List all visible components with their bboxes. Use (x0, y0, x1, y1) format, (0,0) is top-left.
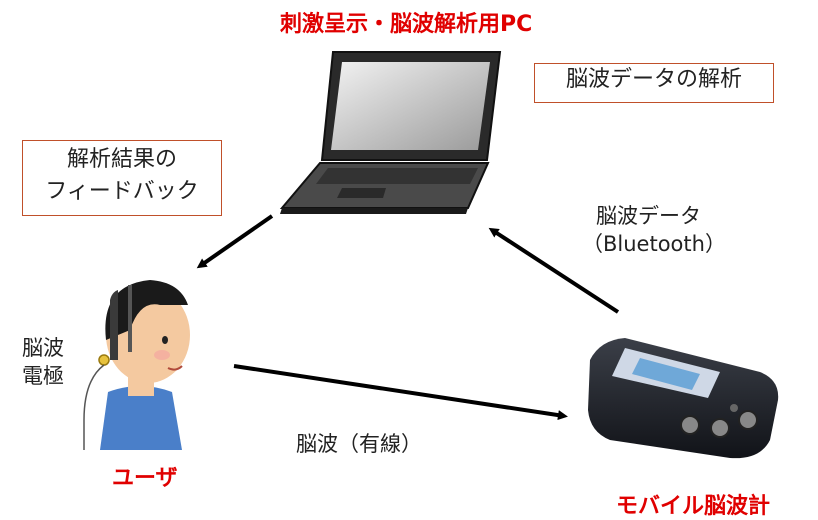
wired-label: 脳波（有線） (296, 430, 422, 458)
device-label: モバイル脳波計 (616, 488, 770, 520)
bluetooth-label: 脳波データ （Bluetooth） (596, 202, 726, 258)
analysis-box-text: 脳波データの解析 (566, 67, 742, 92)
pc-title: 刺激呈示・脳波解析用PC (280, 6, 532, 38)
arrow-pc-to-user (200, 216, 272, 266)
electrode-label-line1: 脳波 (22, 334, 64, 362)
electrode-label-line2: 電極 (22, 362, 64, 390)
electrode-label: 脳波 電極 (22, 334, 64, 390)
feedback-line2: フィードバック (23, 176, 221, 208)
laptop-icon (280, 52, 500, 214)
user-label: ユーザ (112, 460, 178, 492)
user-person-icon (84, 280, 190, 450)
bluetooth-label-line1: 脳波データ (596, 202, 726, 230)
bluetooth-label-line2: （Bluetooth） (582, 230, 726, 258)
feedback-line1: 解析結果の (23, 144, 221, 176)
eeg-device-icon (588, 338, 778, 458)
arrow-user-to-device (234, 366, 564, 416)
analysis-box: 脳波データの解析 (534, 63, 774, 103)
feedback-box: 解析結果の フィードバック (22, 140, 222, 216)
